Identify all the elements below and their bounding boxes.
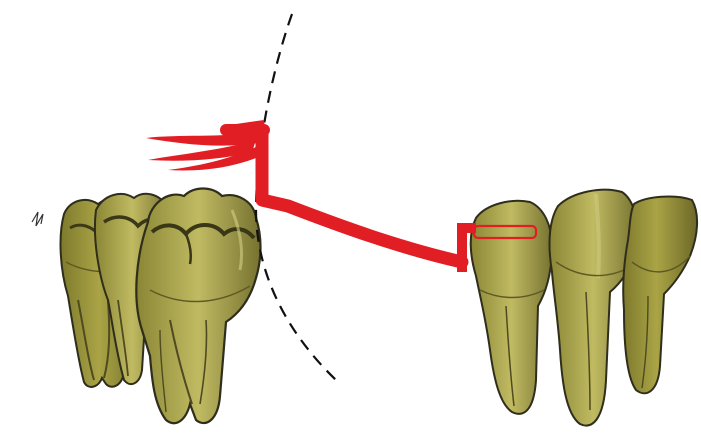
premolar-with-bracket	[471, 201, 552, 414]
spring-wire	[262, 134, 462, 262]
red-arrow-heads	[146, 120, 266, 171]
front-molar	[136, 189, 260, 424]
molar-group-left	[61, 189, 261, 424]
sketch-mark	[32, 212, 43, 226]
lateral-tooth	[623, 197, 697, 394]
